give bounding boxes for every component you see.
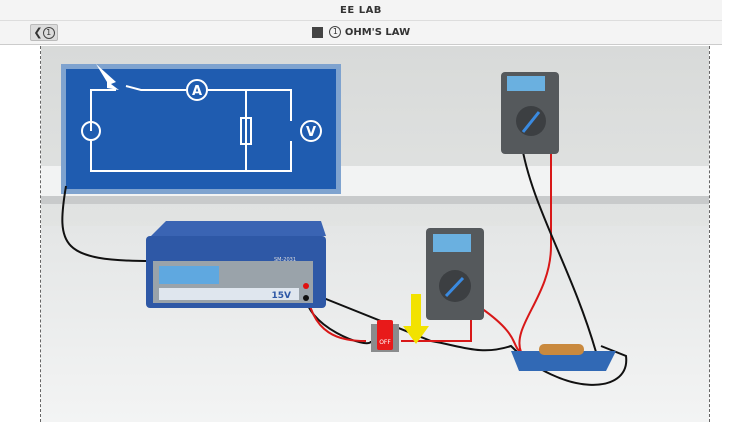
voltmeter-multimeter[interactable] — [501, 72, 559, 154]
power-supply-brand: SM-2031 — [274, 257, 296, 263]
lesson-title: OHM'S LAW — [344, 27, 411, 38]
lab-scene-svg: A V SM-2031 15V OFF — [41, 46, 709, 422]
power-supply-display — [159, 266, 219, 284]
red-wire — [305, 141, 552, 353]
lesson-title-bar: 1 OHM'S LAW — [0, 21, 722, 45]
lesson-number: 1 — [329, 26, 342, 38]
chevron-left-icon: ❮ — [33, 26, 43, 39]
right-margin — [722, 0, 750, 46]
pointer-arrow-icon — [96, 64, 119, 90]
circuit-diagram[interactable]: A V — [61, 64, 341, 194]
switch-label: OFF — [379, 339, 391, 346]
book-icon — [311, 26, 323, 38]
yellow-arrow-icon — [403, 294, 429, 344]
lab-scene[interactable]: A V SM-2031 15V OFF — [40, 46, 710, 422]
back-button[interactable]: ❮1 — [30, 24, 58, 41]
power-switch[interactable]: OFF — [371, 320, 399, 352]
back-badge: 1 — [42, 27, 55, 39]
nav-bar: 1 OHM'S LAW ❮1 — [0, 21, 722, 45]
app-title: EE LAB — [0, 0, 722, 21]
voltage-label: 15V — [272, 291, 292, 301]
power-supply[interactable]: SM-2031 15V — [146, 221, 326, 308]
voltmeter-symbol: V — [306, 125, 316, 140]
ammeter-multimeter[interactable] — [426, 228, 484, 320]
resistor-board[interactable] — [511, 344, 616, 371]
ammeter-symbol: A — [192, 84, 202, 99]
